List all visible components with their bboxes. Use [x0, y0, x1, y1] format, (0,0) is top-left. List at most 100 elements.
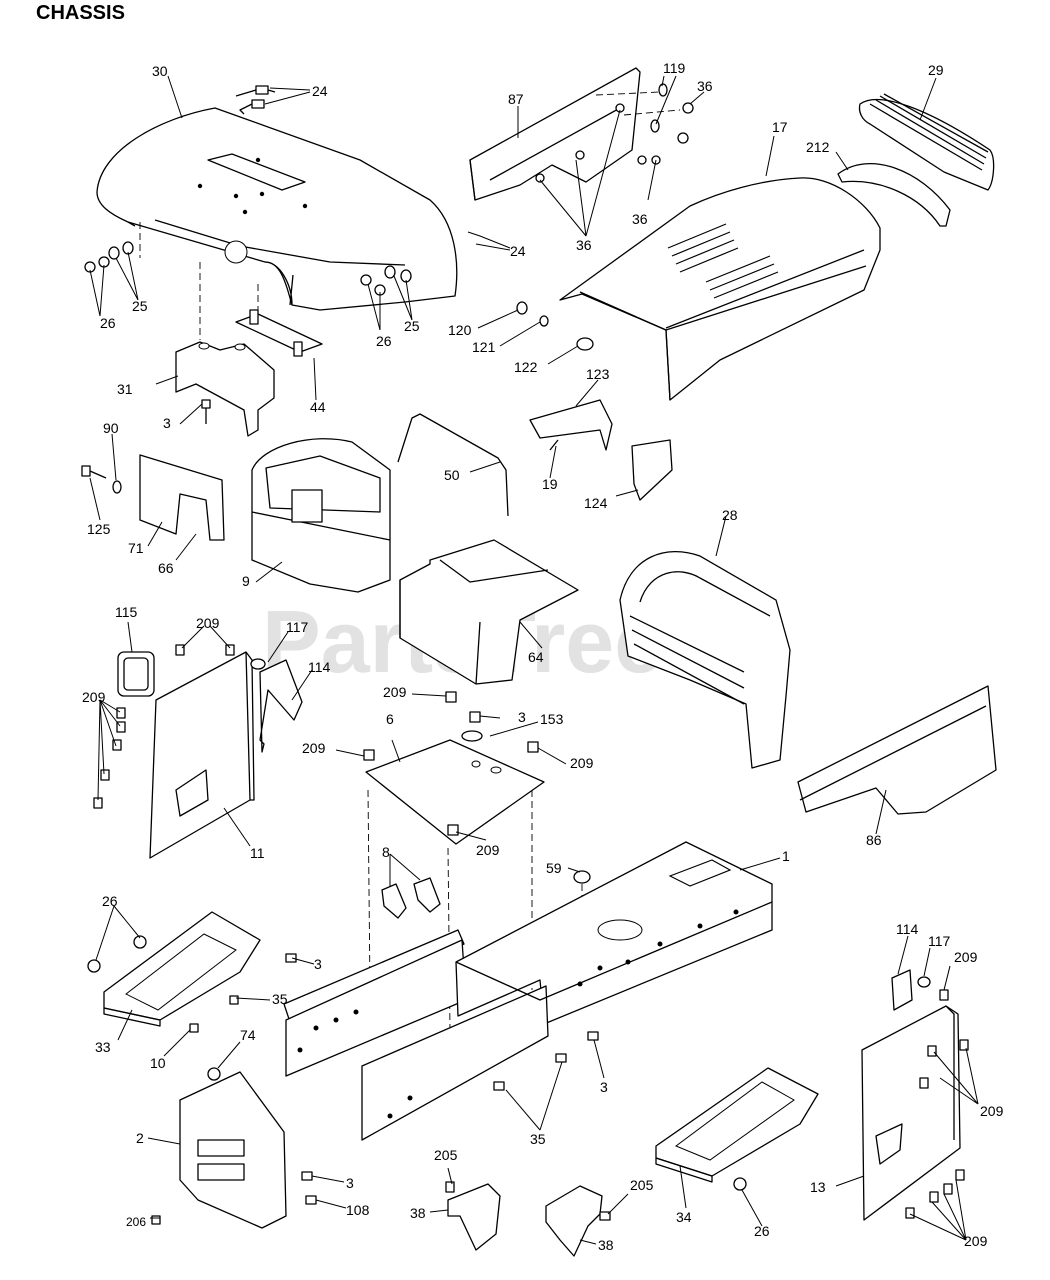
leader-lines — [89, 75, 979, 1245]
callout-33: 33 — [95, 1039, 111, 1055]
part-66-plate — [139, 454, 225, 541]
callout-26: 26 — [754, 1223, 770, 1239]
part-64-console — [399, 539, 579, 685]
callout-3: 3 — [314, 956, 322, 972]
callout-90: 90 — [103, 420, 119, 436]
callout-209: 209 — [196, 615, 220, 631]
part-28-seat-pan — [619, 551, 791, 769]
callout-124: 124 — [584, 495, 608, 511]
callout-64: 64 — [528, 649, 544, 665]
part-44-plate — [235, 309, 323, 357]
callout-13: 13 — [810, 1179, 826, 1195]
callout-25: 25 — [132, 298, 148, 314]
part-9-dash-housing — [251, 438, 391, 593]
page-title: CHASSIS — [36, 2, 125, 24]
callout-87: 87 — [508, 91, 524, 107]
callout-66: 66 — [158, 560, 174, 576]
part-209-bolts-right — [905, 989, 969, 1219]
callout-3: 3 — [163, 415, 171, 431]
part-24-bolts-top — [235, 85, 276, 115]
part-209-153-fasteners — [363, 691, 539, 836]
part-50-rod — [397, 413, 509, 517]
callout-108: 108 — [346, 1202, 370, 1218]
callout-209: 209 — [570, 755, 594, 771]
callout-34: 34 — [676, 1209, 692, 1225]
callout-205: 205 — [630, 1177, 654, 1193]
callout-59: 59 — [546, 860, 562, 876]
callout-209: 209 — [964, 1233, 988, 1249]
callout-209: 209 — [476, 842, 500, 858]
callout-3: 3 — [346, 1175, 354, 1191]
part-86-skirt — [797, 685, 997, 815]
part-31-bracket — [175, 341, 275, 437]
part-8-clips — [381, 877, 441, 919]
part-38-bracket-left — [445, 1181, 501, 1251]
part-26-nuts-footrest-left — [87, 935, 147, 973]
callout-209: 209 — [383, 684, 407, 700]
part-26-25-fasteners-left — [84, 241, 412, 296]
callout-1: 1 — [782, 848, 790, 864]
callout-123: 123 — [586, 366, 610, 382]
callout-209: 209 — [954, 949, 978, 965]
callout-11: 11 — [250, 845, 265, 861]
callout-26: 26 — [102, 893, 118, 909]
part-29-grille — [858, 93, 995, 191]
callout-209: 209 — [980, 1103, 1004, 1119]
part-11-side-plate — [149, 651, 255, 859]
callout-117: 117 — [928, 933, 951, 949]
callout-36: 36 — [697, 78, 713, 94]
part-26-nut-footrest-right — [733, 1177, 747, 1191]
callout-38: 38 — [598, 1237, 614, 1253]
part-212-bracket — [837, 163, 951, 227]
callout-10: 10 — [150, 1055, 166, 1071]
callout-24: 24 — [510, 243, 526, 259]
callout-17: 17 — [772, 119, 788, 135]
part-120-121-122-fasteners — [516, 301, 594, 351]
part-1-main-frame — [283, 841, 773, 1141]
callout-206: 206 — [126, 1215, 146, 1229]
callout-35: 35 — [272, 991, 288, 1007]
callout-25: 25 — [404, 318, 420, 334]
callout-26: 26 — [100, 315, 116, 331]
part-33-footrest-left — [103, 911, 261, 1027]
callout-3: 3 — [518, 709, 526, 725]
callout-119: 119 — [663, 60, 686, 76]
callout-30: 30 — [152, 63, 168, 79]
callout-125: 125 — [87, 521, 111, 537]
callout-209: 209 — [82, 689, 106, 705]
part-38-bracket-right — [545, 1185, 611, 1257]
callout-122: 122 — [514, 359, 538, 375]
part-34-footrest-right — [655, 1067, 819, 1183]
callout-38: 38 — [410, 1205, 426, 1221]
part-125-90-fasteners — [81, 465, 122, 494]
callout-9: 9 — [242, 573, 250, 589]
part-114-117-bracket — [250, 658, 303, 753]
callout-35: 35 — [530, 1131, 546, 1147]
callout-28: 28 — [722, 507, 738, 523]
callout-120: 120 — [448, 322, 472, 338]
callout-114: 114 — [896, 921, 919, 937]
callout-153: 153 — [540, 711, 564, 727]
part-30-hood — [96, 107, 458, 340]
callout-50: 50 — [444, 467, 460, 483]
part-2-front-plate — [179, 1067, 287, 1229]
callout-26: 26 — [376, 333, 392, 349]
callout-31: 31 — [117, 381, 133, 397]
callout-114: 114 — [308, 659, 331, 675]
callout-44: 44 — [310, 399, 326, 415]
callout-121: 121 — [472, 339, 496, 355]
callout-209: 209 — [302, 740, 326, 756]
callout-labels: 30 24 87 119 36 29 17 212 36 36 24 26 25… — [82, 60, 1004, 1253]
callout-36: 36 — [576, 237, 592, 253]
callout-36: 36 — [632, 211, 648, 227]
part-124-bracket — [631, 439, 673, 501]
callout-74: 74 — [240, 1027, 256, 1043]
callout-3: 3 — [600, 1079, 608, 1095]
part-115-grommet — [117, 651, 155, 697]
part-3-35-10-bolts-left — [189, 953, 297, 1033]
callout-19: 19 — [542, 476, 558, 492]
callout-29: 29 — [928, 62, 944, 78]
part-17-hood — [559, 177, 881, 401]
callout-24: 24 — [312, 83, 328, 99]
